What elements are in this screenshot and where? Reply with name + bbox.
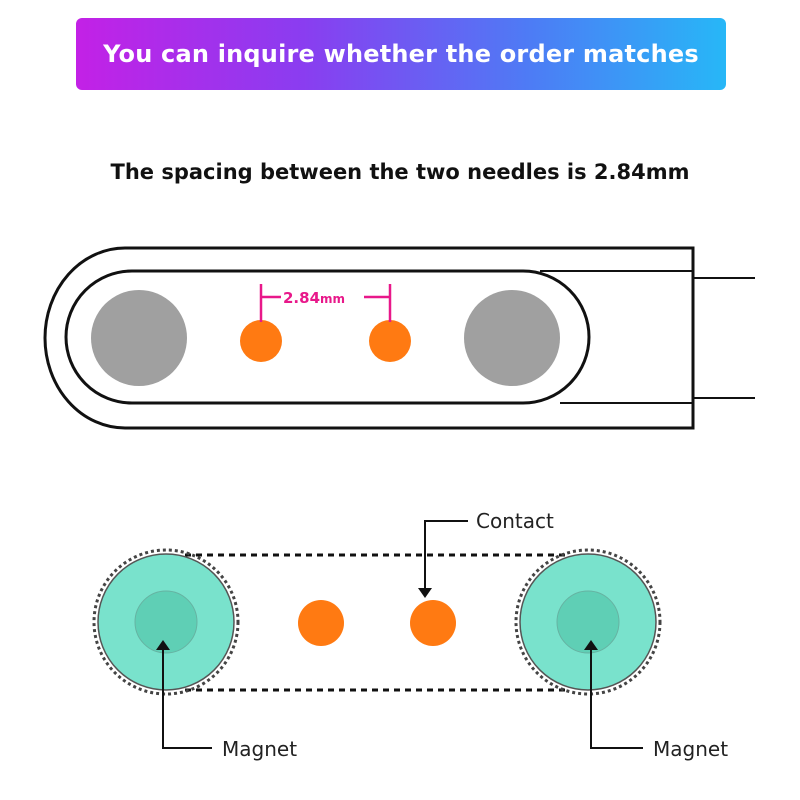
- magnet-left-gray: [91, 290, 187, 386]
- pin-left: [240, 320, 282, 362]
- contact-pin-left: [298, 600, 344, 646]
- magnet-right-core: [556, 590, 620, 654]
- header-banner: You can inquire whether the order matche…: [76, 18, 726, 90]
- magnet-left-ring: [92, 548, 240, 696]
- top-connector-diagram: 2.84mm: [43, 246, 755, 430]
- magnet-right-gray: [464, 290, 560, 386]
- contact-pin-right: [410, 600, 456, 646]
- magnet-left-label: Magnet: [222, 737, 297, 761]
- banner-text: You can inquire whether the order matche…: [103, 40, 699, 68]
- connector-housing-outer: [43, 246, 695, 430]
- magnet-right-ring: [514, 548, 662, 696]
- contact-leader-line: [424, 520, 468, 590]
- magnet-left-leader-line: [162, 648, 212, 749]
- magnet-left-core: [134, 590, 198, 654]
- contact-arrowhead: [418, 588, 432, 598]
- magnet-left-arrowhead: [156, 640, 170, 650]
- spacing-caption: The spacing between the two needles is 2…: [110, 160, 690, 184]
- dimension-value: 2.84: [283, 289, 320, 307]
- magnet-right-arrowhead: [584, 640, 598, 650]
- connector-housing-inner: [64, 269, 591, 405]
- magnet-right-leader-line: [590, 648, 643, 749]
- magnet-right-label: Magnet: [653, 737, 728, 761]
- dimension-unit: mm: [320, 292, 345, 306]
- contact-label: Contact: [476, 509, 554, 533]
- dimension-marker: 2.84mm: [259, 284, 392, 322]
- bottom-connector-diagram: Contact Magnet Magnet: [92, 509, 728, 761]
- pin-right: [369, 320, 411, 362]
- svg-text:2.84mm: 2.84mm: [283, 289, 345, 307]
